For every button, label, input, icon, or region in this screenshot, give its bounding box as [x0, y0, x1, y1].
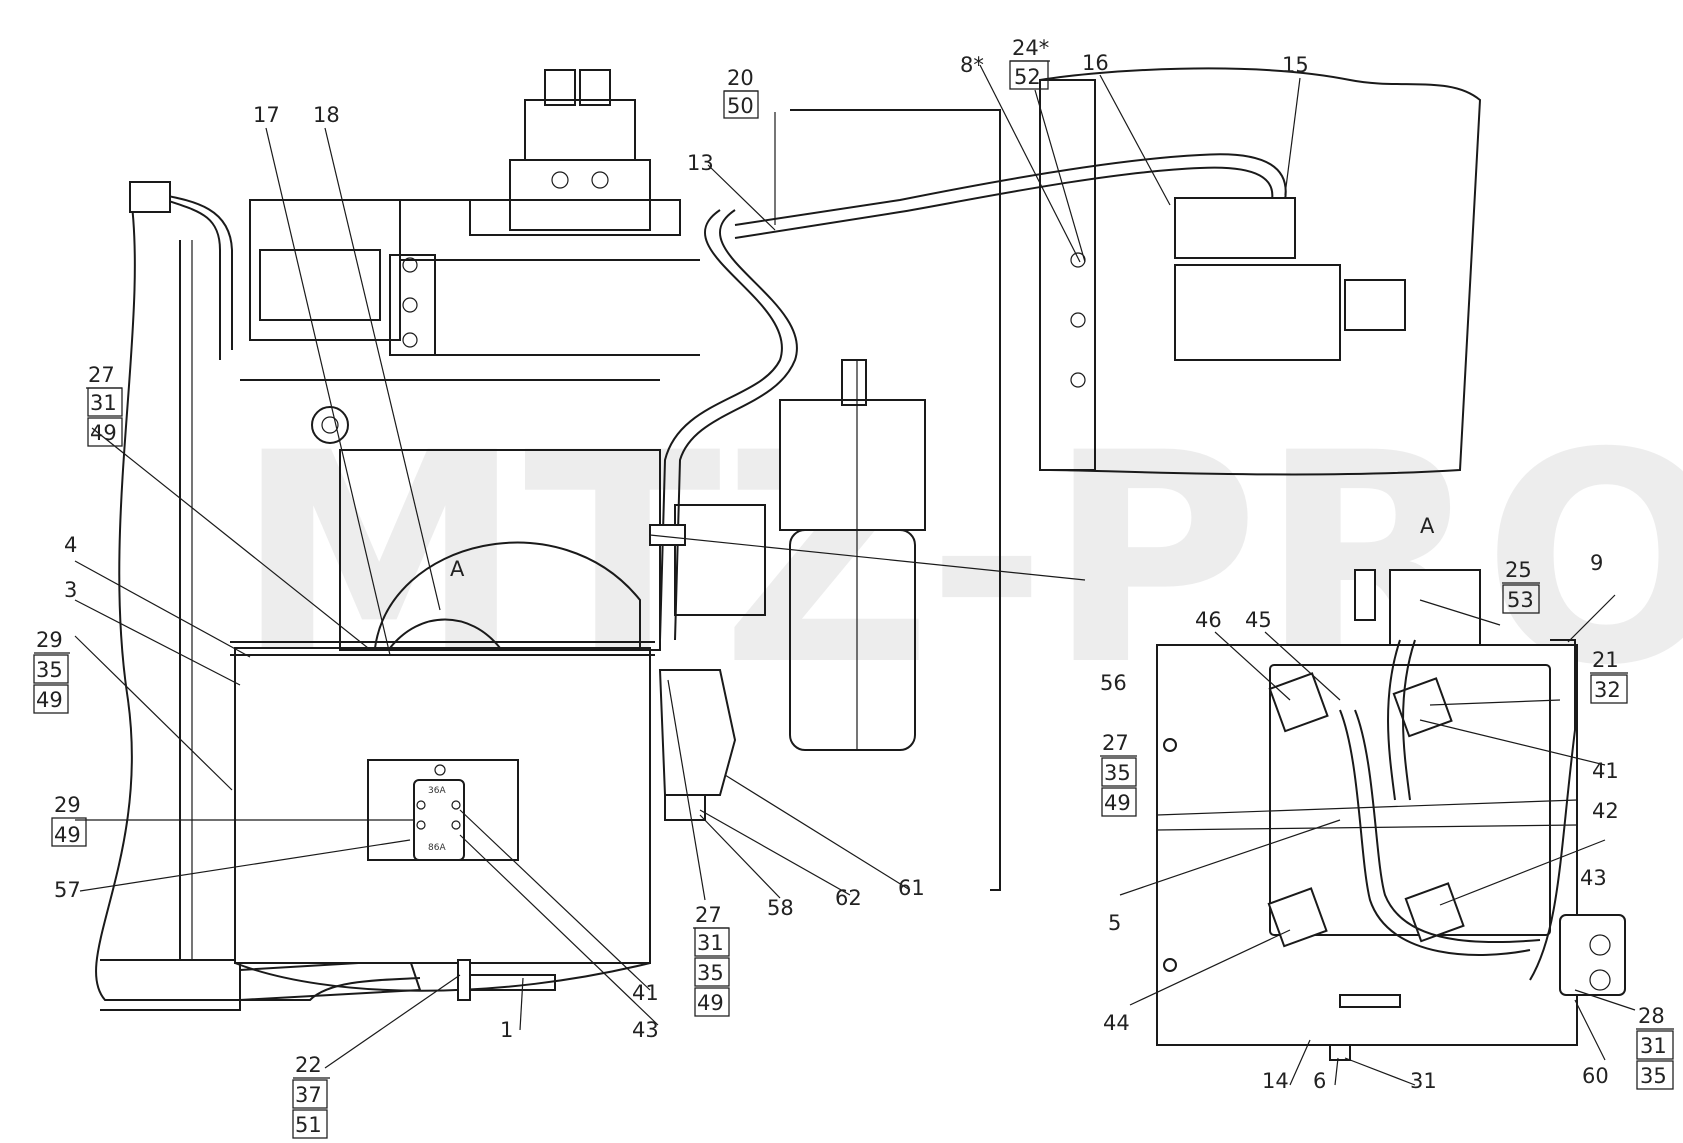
frame-outline [95, 189, 421, 1001]
cable-9 [1529, 639, 1576, 981]
pipe-left [139, 189, 233, 350]
wire-harness [1339, 709, 1531, 956]
callout-13: 13 [687, 151, 714, 175]
callout-46: 46 [1195, 608, 1222, 632]
leader-lines [74, 64, 1636, 1086]
detail-view-title: A [1420, 514, 1435, 538]
callout-35d: 35 [1104, 761, 1131, 785]
callout-58: 58 [767, 896, 794, 920]
callout-27b: 27 [695, 903, 722, 927]
hose-upper [734, 153, 1287, 226]
relay-44 [1267, 887, 1328, 948]
callout-53: 53 [1507, 588, 1534, 612]
callout-49c: 49 [697, 991, 724, 1015]
callout-52: 52 [1014, 65, 1041, 89]
detail-view-a: A [1156, 514, 1626, 1061]
converter-box [658, 669, 737, 796]
callout-8: 8* [960, 53, 984, 77]
solenoid-valve-block [524, 99, 636, 161]
top-connector [1389, 569, 1481, 646]
relay-46 [1268, 672, 1329, 733]
callout-24: 24* [1012, 36, 1049, 60]
callout-51: 51 [295, 1113, 322, 1137]
detail-panel [1156, 644, 1578, 1046]
callout-31d: 31 [1640, 1034, 1667, 1058]
callout-41: 41 [632, 981, 659, 1005]
callout-41d: 41 [1592, 759, 1619, 783]
starter-area [1039, 67, 1482, 476]
callout-labels: 17 18 20 50 13 8* 24* 52 16 15 27 31 49 … [33, 36, 1674, 1139]
callout-35a: 35 [36, 658, 63, 682]
callout-9: 9 [1590, 551, 1603, 575]
relay-label-top: 36A [428, 786, 446, 796]
callout-35d2: 35 [1640, 1064, 1667, 1088]
callout-29a: 29 [36, 628, 63, 652]
callout-18: 18 [313, 103, 340, 127]
callout-49b: 49 [54, 823, 81, 847]
callout-6: 6 [1313, 1069, 1326, 1093]
callout-3: 3 [64, 578, 77, 602]
relay-42 [1404, 882, 1465, 943]
callout-21: 21 [1592, 648, 1619, 672]
callout-25: 25 [1505, 558, 1532, 582]
callout-32: 32 [1594, 678, 1621, 702]
callout-60: 60 [1582, 1064, 1609, 1088]
callout-49d: 49 [1104, 791, 1131, 815]
callout-50: 50 [727, 94, 754, 118]
callout-29b: 29 [54, 793, 81, 817]
callout-62: 62 [835, 886, 862, 910]
relay-mount-plate [1269, 664, 1551, 936]
callout-4: 4 [64, 533, 77, 557]
callout-37: 37 [295, 1083, 322, 1107]
callout-43d: 43 [1580, 866, 1607, 890]
callout-31b: 31 [697, 931, 724, 955]
callout-42: 42 [1592, 799, 1619, 823]
callout-49a: 49 [36, 688, 63, 712]
main-assembly-view: 36A 86A A [95, 67, 1482, 1011]
fuse-holder [1559, 914, 1626, 996]
callout-16: 16 [1082, 51, 1109, 75]
callout-28: 28 [1638, 1004, 1665, 1028]
fuel-filter [779, 399, 926, 531]
callout-35b: 35 [697, 961, 724, 985]
callout-5: 5 [1108, 911, 1121, 935]
callout-61: 61 [898, 876, 925, 900]
starter-solenoid [1174, 197, 1296, 259]
relay-21 [1392, 677, 1453, 738]
callout-56: 56 [1100, 671, 1127, 695]
callout-31e: 31 [1410, 1069, 1437, 1093]
callout-27d: 27 [1102, 731, 1129, 755]
engine-housing [790, 109, 1001, 891]
callout-14: 14 [1262, 1069, 1289, 1093]
callout-31: 31 [90, 391, 117, 415]
callout-1: 1 [500, 1018, 513, 1042]
frame-foot [100, 959, 241, 1011]
callout-22: 22 [295, 1053, 322, 1077]
callout-57: 57 [54, 878, 81, 902]
starter-motor [1174, 264, 1341, 361]
pipe-fitting [129, 181, 171, 213]
callout-27: 27 [88, 363, 115, 387]
callout-49: 49 [90, 421, 117, 445]
hose-main [659, 209, 783, 641]
view-callout-marker: A [450, 557, 465, 581]
callout-44: 44 [1103, 1011, 1130, 1035]
callout-15: 15 [1282, 53, 1309, 77]
callout-17: 17 [253, 103, 280, 127]
callout-43: 43 [632, 1018, 659, 1042]
battery-cover-arch [374, 541, 641, 649]
relay-label-bottom: 86A [428, 843, 446, 853]
callout-45: 45 [1245, 608, 1272, 632]
callout-20: 20 [727, 66, 754, 90]
